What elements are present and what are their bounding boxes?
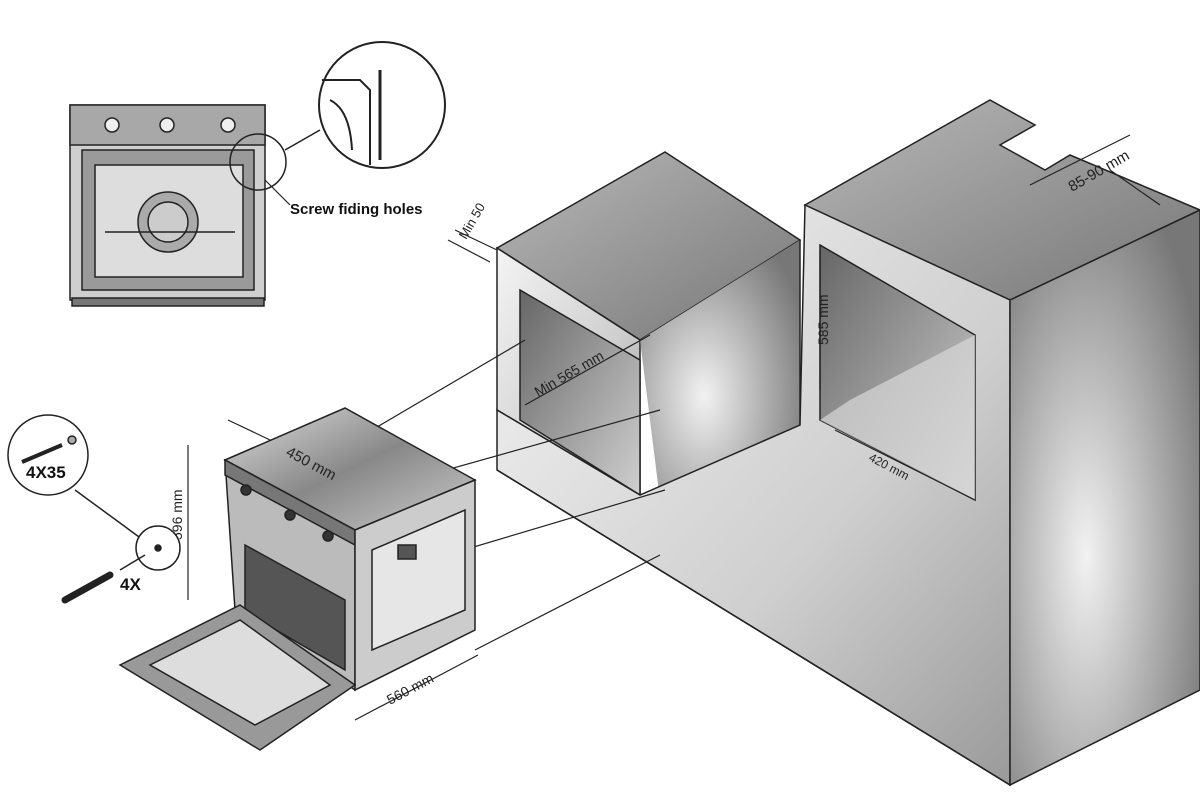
built-in-oven	[118, 407, 477, 751]
oven-596-label: 596 mm	[169, 489, 185, 540]
min-50-label: Min 50	[456, 200, 489, 241]
tall-cabinet	[496, 99, 1200, 787]
oven-560-label: 560 mm	[384, 670, 436, 708]
counter-cabinet	[495, 151, 802, 500]
screw-holes-label: Screw fiding holes	[290, 201, 423, 218]
knob-icon	[104, 117, 120, 133]
knob-icon	[220, 117, 236, 133]
screw-count-label: 4X	[120, 575, 141, 594]
screwdriver-icon	[61, 571, 114, 604]
knob-icon	[240, 484, 252, 496]
detail-marker	[229, 133, 287, 191]
screw-callout	[7, 414, 181, 604]
detail-circle	[318, 41, 446, 169]
screw-icon	[21, 443, 63, 464]
screw-size-label: 4X35	[26, 463, 66, 482]
knob-icon	[322, 530, 334, 542]
knob-icon	[284, 509, 296, 521]
dimension-lines	[187, 134, 1161, 721]
inset-oven-front	[69, 104, 266, 307]
height-585-label: 585 mm	[815, 294, 831, 345]
knob-icon	[159, 117, 175, 133]
